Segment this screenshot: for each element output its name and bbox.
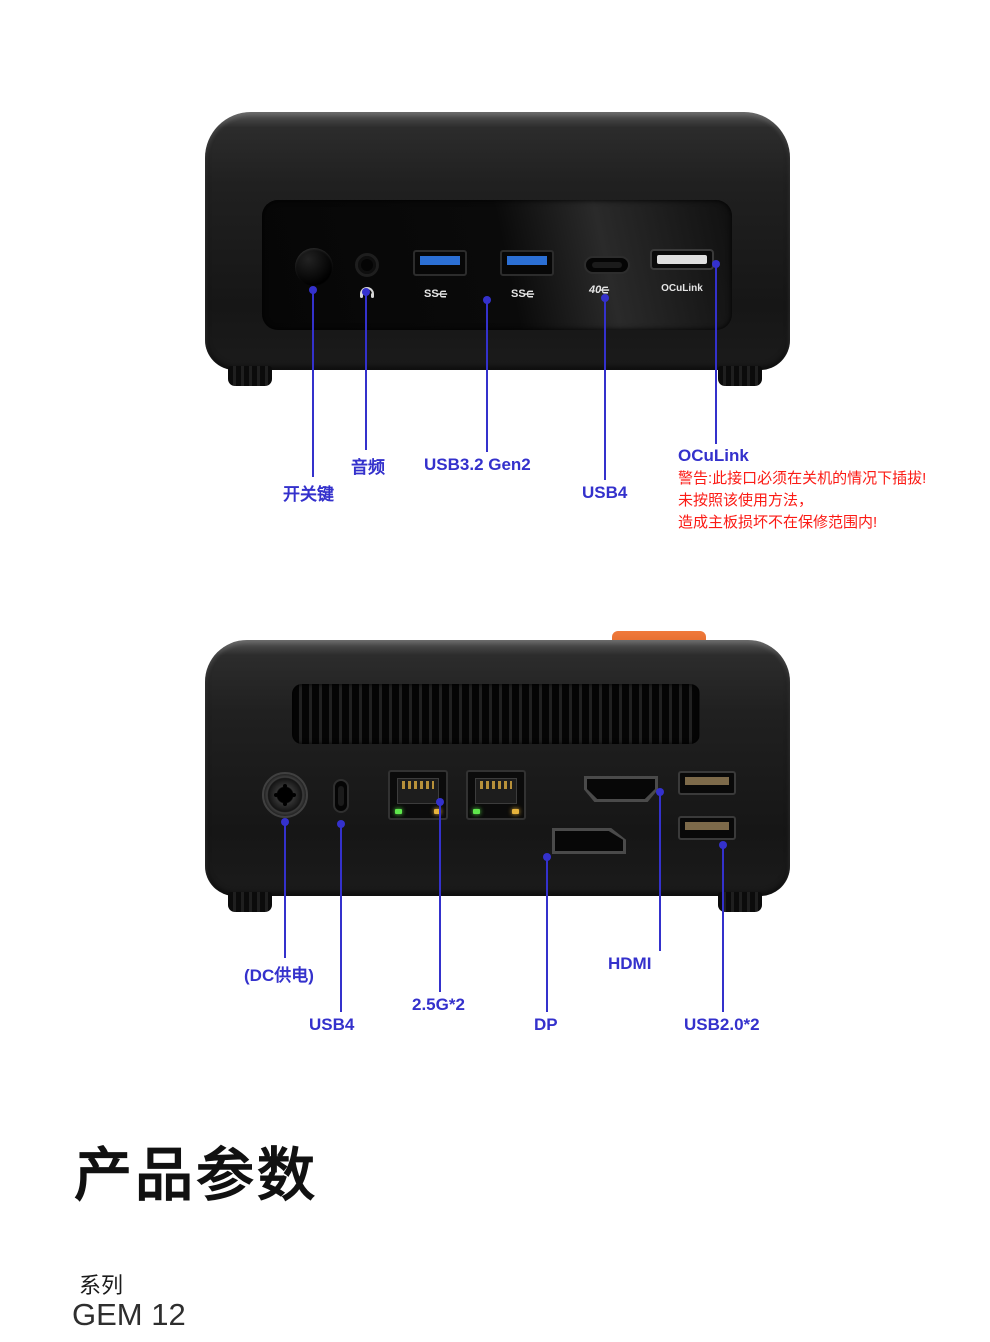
callout-line-usb4-front: [604, 298, 606, 480]
usb-ss-mark: SSψ: [511, 288, 536, 300]
device-foot: [718, 892, 762, 912]
lan-led-amber: [434, 809, 441, 814]
label-dp: DP: [534, 1015, 558, 1034]
usb-port-tongue: [685, 822, 729, 830]
label-power: 开关键: [283, 485, 334, 504]
ethernet-port-1: [388, 770, 448, 820]
label-hdmi: HDMI: [608, 954, 652, 973]
usb-a-port-1: [413, 250, 467, 276]
power-button: [295, 248, 333, 286]
label-lan: 2.5G*2: [412, 995, 465, 1014]
rj45-inner: [475, 778, 517, 804]
warning-line-2: 未按照该使用方法，: [678, 492, 814, 509]
rj45-inner: [397, 778, 439, 804]
callout-line-usb2: [722, 845, 724, 1012]
device-foot: [228, 892, 272, 912]
dc-power-jack: [262, 772, 308, 818]
warning-line-3: 造成主板损坏不在保修范围内!: [678, 514, 878, 531]
callout-line-dc: [284, 822, 286, 958]
usb-port-tongue: [420, 256, 460, 265]
usb-c-port-rear: [333, 779, 349, 813]
usb2-port-1: [678, 771, 736, 795]
label-oculink: OCuLink: [678, 446, 749, 465]
label-usb4-front: USB4: [582, 483, 628, 502]
usb-ss-mark: SSψ: [424, 288, 449, 300]
label-usb32: USB3.2 Gen2: [424, 455, 531, 474]
usb-port-tongue: [685, 777, 729, 785]
device-foot: [228, 366, 272, 386]
callout-line-usb4-rear: [340, 824, 342, 1012]
callout-line-lan: [439, 802, 441, 992]
usb-trident-icon: ψ: [523, 289, 536, 299]
ethernet-port-2: [466, 770, 526, 820]
vent-grille: [292, 684, 700, 744]
usb2-port-2: [678, 816, 736, 840]
usb-trident-icon: ψ: [436, 289, 449, 299]
usb-c-port-front: [584, 256, 630, 274]
callout-line-oculink: [715, 264, 717, 444]
label-dc: (DC供电): [244, 966, 314, 985]
callout-line-audio: [365, 292, 367, 450]
section-title: 产品参数: [74, 1143, 319, 1208]
callout-line-dp: [546, 857, 548, 1012]
lan-led-green: [473, 809, 480, 814]
lan-led-amber: [512, 809, 519, 814]
callout-line-power: [312, 290, 314, 477]
oculink-warning-text: 警告:此接口必须在关机的情况下插拔! 未按照该使用方法， 造成主板损坏不在保修范…: [678, 468, 926, 534]
usb-port-tongue: [507, 256, 547, 265]
callout-line-usb32: [486, 300, 488, 452]
series-value: GEM 12: [72, 1297, 186, 1332]
usb-trident-icon: ψ: [599, 285, 612, 295]
displayport-port: [552, 828, 626, 854]
usb4-40g-mark: 40ψ: [589, 284, 612, 296]
usb-a-port-2: [500, 250, 554, 276]
label-usb4-rear: USB4: [309, 1015, 355, 1034]
audio-jack: [355, 253, 379, 277]
label-usb2: USB2.0*2: [684, 1015, 760, 1034]
mini-pc-rear-view: [205, 640, 790, 896]
lan-led-green: [395, 809, 402, 814]
label-audio: 音频: [351, 458, 385, 477]
oculink-mark: OCuLink: [661, 283, 703, 294]
hdmi-port: [584, 776, 658, 802]
device-foot: [718, 366, 762, 386]
series-label: 系列: [79, 1273, 124, 1298]
warning-line-1: 警告:此接口必须在关机的情况下插拔!: [678, 470, 927, 487]
callout-line-hdmi: [659, 792, 661, 951]
oculink-port: [650, 249, 714, 270]
